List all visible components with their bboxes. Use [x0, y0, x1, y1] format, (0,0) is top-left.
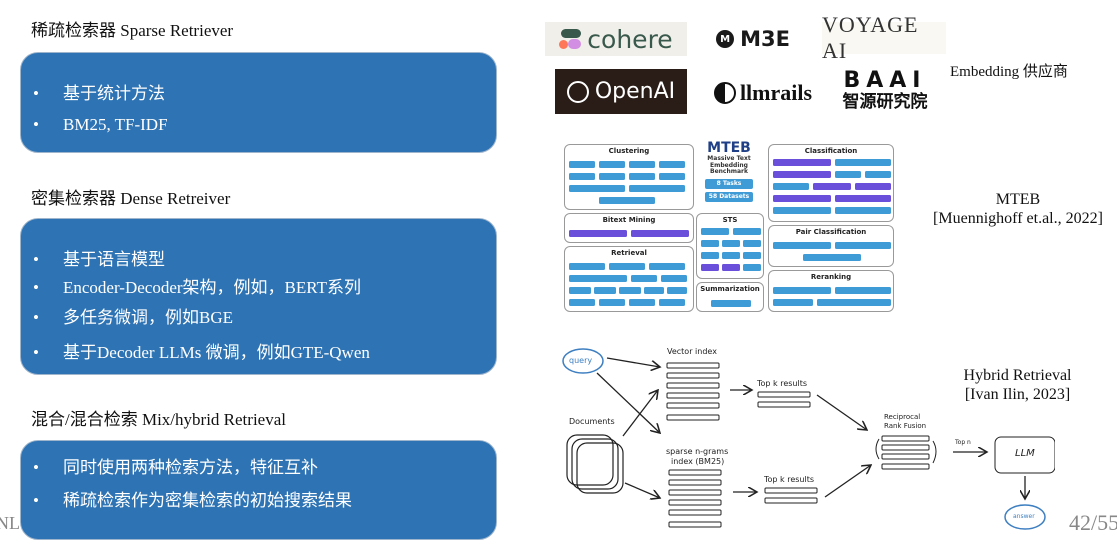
mteb-datasets-pill: 58 Datasets: [705, 191, 753, 202]
bullet-item: • 同时使用两种检索方法，特征互补: [33, 453, 318, 478]
bullet-glyph: •: [33, 84, 39, 103]
panel-title: Classification: [804, 147, 858, 155]
bullet-item: • 基于Decoder LLMs 微调，例如GTE-Qwen: [33, 338, 370, 363]
bullet-glyph: •: [33, 491, 39, 510]
mteb-panel-bitext-mining: Bitext Mining: [564, 213, 694, 243]
bullet-text: Encoder-Decoder架构，例如，BERT系列: [63, 278, 361, 297]
hybrid-caption-title: Hybrid Retrieval: [963, 367, 1072, 384]
mteb-panel-classification: Classification: [768, 144, 894, 222]
bullet-item: • Encoder-Decoder架构，例如，BERT系列: [33, 273, 361, 298]
baai-logo: BAAI 智源研究院: [836, 66, 934, 114]
llmrails-wordmark: llmrails: [739, 80, 813, 105]
top-k-results-label: Top k results: [757, 379, 808, 388]
baai-wordmark: BAAI: [843, 67, 927, 93]
panel-title: Reranking: [810, 273, 852, 281]
bullet-glyph: •: [33, 458, 39, 477]
mteb-tasks-pill: 8 Tasks: [705, 178, 753, 189]
mteb-center-title: MTEB Massive Text Embedding Benchmark 8 …: [694, 140, 764, 202]
bullet-item: • BM25, TF-IDF: [33, 115, 168, 135]
sparse-retriever-heading: 稀疏检索器 Sparse Retriever: [31, 21, 234, 40]
hybrid-caption: Hybrid Retrieval [Ivan Ilin, 2023]: [940, 366, 1095, 404]
baai-chinese-name: 智源研究院: [842, 91, 928, 112]
bullet-item: • 基于统计方法: [33, 79, 165, 104]
m3e-logo: M M3E: [708, 24, 798, 54]
answer-node: [1004, 504, 1046, 530]
panel-title: Bitext Mining: [602, 216, 656, 224]
dense-retriever-box: • 基于语言模型 • Encoder-Decoder架构，例如，BERT系列 • 多任…: [20, 218, 497, 375]
mteb-panel-retrieval: Retrieval: [564, 246, 694, 312]
top-k-results-label: Top k results: [764, 475, 815, 484]
cohere-wordmark: cohere: [587, 24, 673, 54]
voyage-ai-logo: VOYAGE AI: [822, 12, 946, 63]
page-number: 42/55: [1069, 510, 1117, 535]
sparse-index-label-line1: sparse n-grams: [666, 447, 729, 456]
rrf-label-line2: Rank Fusion: [884, 422, 927, 430]
bullet-glyph: •: [33, 250, 39, 269]
documents-label: Documents: [569, 417, 615, 426]
mteb-panel-clustering: Clustering: [564, 144, 694, 210]
rrf-label-line1: Reciprocal: [884, 413, 921, 421]
mteb-caption-citation: [Muennighoff et.al., 2022]: [933, 210, 1103, 227]
panel-title: Retrieval: [611, 249, 647, 257]
llm-label: LLM: [1015, 448, 1035, 459]
openai-logo: OpenAI: [555, 69, 687, 114]
mteb-panel-sts: STS: [696, 213, 764, 279]
bullet-text: 多任务微调，例如BGE: [63, 308, 233, 327]
cohere-logo: cohere: [545, 22, 687, 56]
mteb-caption: MTEB [Muennighoff et.al., 2022]: [918, 190, 1117, 228]
bullet-text: 稀疏检索作为密集检索的初始搜索结果: [63, 491, 352, 510]
answer-label: answer: [1013, 513, 1035, 520]
bullet-item: • 稀疏检索作为密集检索的初始搜索结果: [33, 486, 352, 511]
footer-fragment: NL: [0, 513, 20, 533]
sparse-index-label-line2: index (BM25): [671, 457, 725, 466]
bullet-text: 基于Decoder LLMs 微调，例如GTE-Qwen: [63, 343, 370, 362]
voyage-wordmark: VOYAGE AI: [822, 12, 919, 63]
mteb-panel-summarization: Summarization: [696, 282, 764, 312]
mteb-caption-title: MTEB: [995, 191, 1041, 208]
mteb-benchmark-graphic: Clustering Bitext Mining Retrieval MTEB …: [560, 140, 896, 315]
hybrid-caption-citation: [Ivan Ilin, 2023]: [964, 386, 1071, 403]
bullet-item: • 多任务微调，例如BGE: [33, 303, 233, 328]
llmrails-logo: llmrails: [708, 76, 818, 110]
bullet-text: 同时使用两种检索方法，特征互补: [63, 458, 318, 477]
panel-title: Pair Classification: [795, 228, 867, 236]
mteb-subtitle-line1: Massive Text: [707, 155, 751, 162]
bullet-glyph: •: [33, 308, 39, 327]
hybrid-diagram-lines: [562, 348, 1055, 530]
query-node: [562, 348, 604, 374]
bullet-glyph: •: [33, 115, 39, 134]
bullet-glyph: •: [33, 278, 39, 297]
hybrid-retrieval-diagram: query Documents Vector index sparse n-gr…: [555, 335, 1055, 544]
bullet-text: BM25, TF-IDF: [63, 115, 168, 134]
bullet-text: 基于语言模型: [63, 250, 165, 269]
llmrails-half-circle-icon: [713, 82, 736, 104]
panel-title: Summarization: [700, 285, 760, 293]
m3e-wordmark: M3E: [740, 27, 790, 51]
mteb-panel-pair-classification: Pair Classification: [768, 225, 894, 267]
bullet-item: • 基于语言模型: [33, 245, 165, 270]
bullet-text: 基于统计方法: [63, 84, 165, 103]
openai-knot-icon: [566, 80, 589, 103]
top-n-label: Top n: [955, 439, 971, 446]
hybrid-retrieval-box: • 同时使用两种检索方法，特征互补 • 稀疏检索作为密集检索的初始搜索结果: [20, 440, 497, 540]
sparse-retriever-box: • 基于统计方法 • BM25, TF-IDF: [20, 52, 497, 153]
openai-wordmark: OpenAI: [594, 79, 676, 104]
hybrid-retrieval-heading: 混合/混合检索 Mix/hybrid Retrieval: [31, 410, 286, 429]
mteb-subtitle-line2: Embedding Benchmark: [710, 161, 748, 176]
embedding-providers-caption: Embedding 供应商: [950, 64, 1068, 80]
mteb-panel-reranking: Reranking: [768, 270, 894, 312]
m3e-mark-icon: M: [716, 30, 735, 48]
bullet-glyph: •: [33, 343, 39, 362]
query-label: query: [569, 356, 593, 365]
dense-retriever-heading: 密集检索器 Dense Retreiver: [31, 189, 231, 208]
vector-index-label: Vector index: [667, 347, 717, 356]
cohere-mark-icon: [559, 29, 582, 49]
panel-title: Clustering: [608, 147, 650, 155]
panel-title: STS: [722, 216, 738, 224]
mteb-title: MTEB: [707, 140, 751, 156]
